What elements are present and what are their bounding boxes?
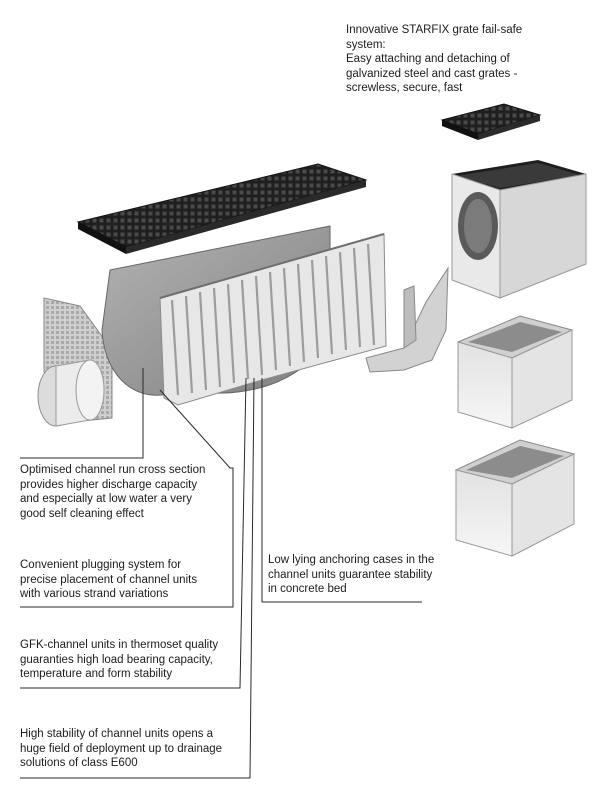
callout-line: High stability of channel units opens a: [20, 728, 214, 740]
callout-line: system:: [346, 38, 386, 51]
callout-line: Optimised channel run cross section: [20, 464, 206, 476]
callout-line: huge field of deployment up to drainage: [20, 742, 223, 755]
channel-body: [101, 225, 387, 406]
connector-piece: [365, 266, 449, 373]
large-grate: [76, 163, 368, 254]
end-cap: [37, 297, 113, 427]
inlet-box: [451, 160, 587, 299]
channel-ribs: [170, 243, 376, 396]
callout-line: guaranties high load bearing capacity,: [20, 653, 213, 666]
callout-line: Convenient plugging system for: [20, 559, 182, 571]
callout-line: Low lying anchoring cases in the: [268, 554, 435, 566]
callout-high-stability: High stability of channel units opens a h…: [20, 727, 222, 771]
small-grate: [440, 103, 542, 140]
leader-lines: [20, 368, 422, 779]
callout-line: Innovative STARFIX grate fail-safe: [346, 24, 523, 36]
callout-line: temperature and form stability: [20, 668, 173, 680]
sump-box-2: [454, 439, 576, 557]
callout-cross-section: Optimised channel run cross section provi…: [20, 463, 205, 521]
callout-line: and especially at low water a very: [20, 493, 192, 505]
callout-line: screwless, secure, fast: [346, 82, 463, 94]
callout-starfix-grate: Innovative STARFIX grate fail-safe system…: [346, 23, 522, 96]
callout-line: channel units guarantee stability: [268, 568, 433, 581]
callout-gfk-units: GFK-channel units in thermoset quality gu…: [20, 638, 218, 682]
callout-line: galvanized steel and cast grates -: [346, 67, 518, 80]
callout-line: precise placement of channel units: [20, 573, 198, 586]
callout-line: solutions of class E600: [20, 757, 138, 769]
callout-plugging-system: Convenient plugging system for precise pl…: [20, 558, 197, 602]
callout-line: in concrete bed: [268, 583, 347, 595]
callout-line: GFK-channel units in thermoset quality: [20, 639, 219, 651]
callout-line: good self cleaning effect: [20, 507, 144, 520]
sump-box-1: [456, 315, 574, 429]
callout-anchoring-cases: Low lying anchoring cases in the channel …: [268, 553, 434, 597]
callout-line: Easy attaching and detaching of: [346, 53, 510, 65]
callout-line: with various strand variations: [20, 588, 169, 600]
callout-line: provides higher discharge capacity: [20, 478, 198, 491]
